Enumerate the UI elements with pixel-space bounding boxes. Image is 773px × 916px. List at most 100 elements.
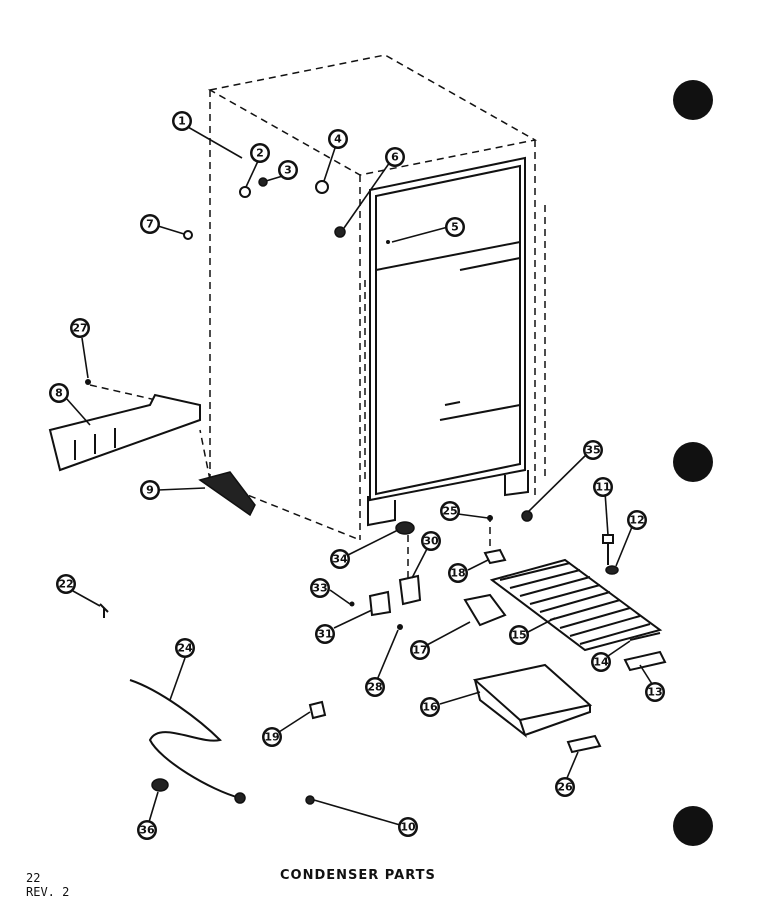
part-27-screw xyxy=(85,379,91,385)
svg-text:19: 19 xyxy=(264,731,279,744)
callout-26: 26 xyxy=(555,777,575,797)
svg-text:11: 11 xyxy=(595,481,610,494)
svg-text:33: 33 xyxy=(312,582,327,595)
callout-10: 10 xyxy=(398,817,418,837)
part-15-condenser-coil xyxy=(489,558,663,652)
svg-text:1: 1 xyxy=(178,115,186,128)
svg-text:17: 17 xyxy=(412,644,427,657)
svg-text:13: 13 xyxy=(647,686,662,699)
part-30-hinge xyxy=(398,574,422,606)
callout-34: 34 xyxy=(330,549,350,569)
callout-27: 27 xyxy=(70,318,90,338)
part-28-screw xyxy=(397,624,403,630)
part-35-leveler xyxy=(521,510,533,522)
svg-text:36: 36 xyxy=(139,824,155,837)
svg-text:8: 8 xyxy=(55,387,63,400)
callout-11: 11 xyxy=(593,477,613,497)
callout-5: 5 xyxy=(445,217,465,237)
binder-hole-top xyxy=(673,80,713,120)
callout-8: 8 xyxy=(49,383,69,403)
part-7-clip xyxy=(183,230,193,240)
callout-4: 4 xyxy=(328,129,348,149)
callout-9: 9 xyxy=(140,480,160,500)
callout-16: 16 xyxy=(420,697,440,717)
part-9-insulation xyxy=(198,471,256,517)
callout-31: 31 xyxy=(315,624,335,644)
callout-24: 24 xyxy=(175,638,195,658)
diagram-title: CONDENSER PARTS xyxy=(280,868,436,883)
svg-text:9: 9 xyxy=(146,484,154,497)
svg-text:3: 3 xyxy=(284,164,292,177)
part-13-bracket xyxy=(623,650,667,672)
callout-15: 15 xyxy=(509,625,529,645)
part-25-screw xyxy=(487,515,493,521)
svg-text:25: 25 xyxy=(442,505,457,518)
callout-35: 35 xyxy=(583,440,603,460)
callout-1: 1 xyxy=(172,111,192,131)
svg-text:35: 35 xyxy=(585,444,600,457)
svg-text:24: 24 xyxy=(177,642,193,655)
svg-text:27: 27 xyxy=(72,322,87,335)
svg-text:15: 15 xyxy=(511,629,526,642)
callout-25: 25 xyxy=(440,501,460,521)
part-8-bracket xyxy=(48,393,201,472)
callout-12: 12 xyxy=(627,510,647,530)
cabinet-outline xyxy=(199,54,538,541)
part-24-power-cord xyxy=(129,679,246,804)
part-5-screw xyxy=(386,240,390,244)
callout-18: 18 xyxy=(448,563,468,583)
part-18-clip xyxy=(483,548,507,565)
svg-text:31: 31 xyxy=(317,628,332,641)
part-34-foot xyxy=(395,521,415,535)
part-19-clamp xyxy=(308,700,327,720)
part-33-screw xyxy=(349,601,355,607)
part-22-clip xyxy=(99,603,109,618)
svg-text:5: 5 xyxy=(451,221,459,234)
binder-hole-bottom xyxy=(673,806,713,846)
svg-text:34: 34 xyxy=(332,553,348,566)
svg-text:2: 2 xyxy=(256,147,264,160)
callout-6: 6 xyxy=(385,147,405,167)
part-16-drain-pan xyxy=(472,663,593,738)
part-36-plug xyxy=(151,778,169,792)
svg-text:30: 30 xyxy=(423,535,439,548)
svg-text:7: 7 xyxy=(146,218,154,231)
callout-30: 30 xyxy=(421,531,441,551)
svg-text:18: 18 xyxy=(450,567,465,580)
part-31-plate xyxy=(368,590,392,617)
svg-text:14: 14 xyxy=(593,656,609,669)
cabinet-liner xyxy=(367,156,529,527)
callout-3: 3 xyxy=(278,160,298,180)
svg-text:26: 26 xyxy=(557,781,573,794)
callout-13: 13 xyxy=(645,682,665,702)
callout-17: 17 xyxy=(410,640,430,660)
binder-hole-middle xyxy=(673,442,713,482)
svg-text:6: 6 xyxy=(391,151,399,164)
part-26-pad xyxy=(566,734,602,754)
svg-text:22: 22 xyxy=(58,578,73,591)
callout-36: 36 xyxy=(137,820,157,840)
callout-33: 33 xyxy=(310,578,330,598)
part-17-bracket xyxy=(463,593,507,627)
callout-22: 22 xyxy=(56,574,76,594)
page-number: 22 xyxy=(26,871,41,885)
svg-text:16: 16 xyxy=(422,701,438,714)
callout-2: 2 xyxy=(250,143,270,163)
part-2-grommet xyxy=(239,186,251,198)
callout-28: 28 xyxy=(365,677,385,697)
callout-19: 19 xyxy=(262,727,282,747)
svg-text:4: 4 xyxy=(334,133,342,146)
callout-7: 7 xyxy=(140,214,160,234)
svg-text:10: 10 xyxy=(400,821,416,834)
part-14-pin xyxy=(629,632,661,641)
svg-text:28: 28 xyxy=(367,681,382,694)
guide-line-bracket xyxy=(89,384,201,411)
callout-14: 14 xyxy=(591,652,611,672)
svg-text:12: 12 xyxy=(629,514,644,527)
part-3-nut xyxy=(258,177,268,187)
leader-lines xyxy=(65,126,653,826)
part-6-cap xyxy=(334,226,346,238)
part-4-plug xyxy=(315,180,329,194)
part-12-washer xyxy=(605,565,619,575)
